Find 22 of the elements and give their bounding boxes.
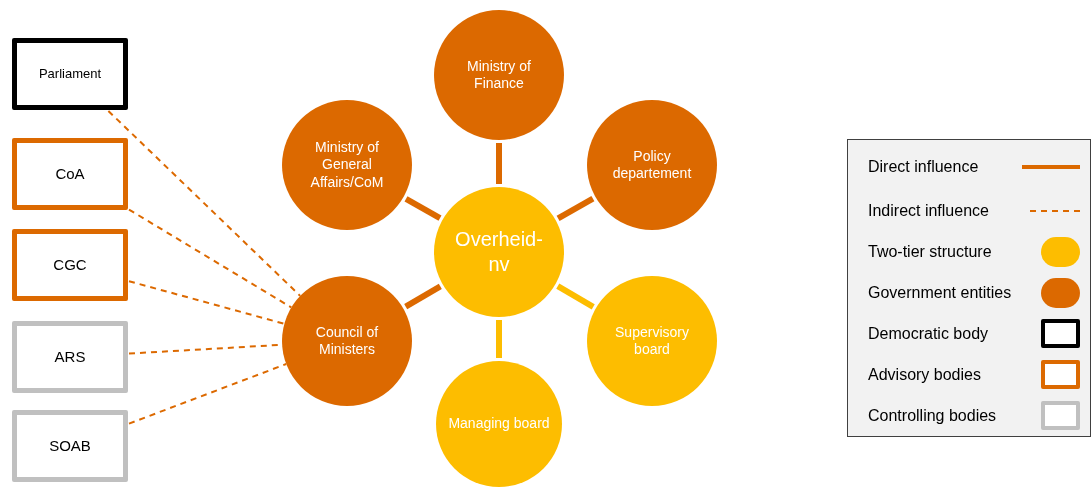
dashed-connector [128, 363, 288, 425]
legend-text: Two-tier structure [868, 241, 992, 262]
body-box: CoA [12, 138, 128, 210]
connector-line [496, 320, 502, 358]
legend-text: Government entities [868, 282, 1012, 303]
dashed-connector [128, 280, 286, 325]
connector-line [404, 196, 442, 221]
dashed-connector [107, 110, 302, 297]
body-box: Parliament [12, 38, 128, 110]
connector-line [404, 283, 442, 310]
legend-text: Controlling bodies [868, 405, 997, 426]
legend-text: Democratic body [868, 323, 989, 344]
legend-text: Direct influence [868, 157, 979, 177]
body-box: CGC [12, 229, 128, 301]
connector-line [556, 196, 595, 221]
connector-line [496, 143, 502, 184]
dashed-connector [128, 208, 293, 309]
body-box: SOAB [12, 410, 128, 482]
legend-text: Advisory bodies [868, 364, 981, 385]
legend-text: Indirect influence [868, 201, 989, 221]
body-box: ARS [12, 321, 128, 393]
connector-line [556, 283, 595, 310]
